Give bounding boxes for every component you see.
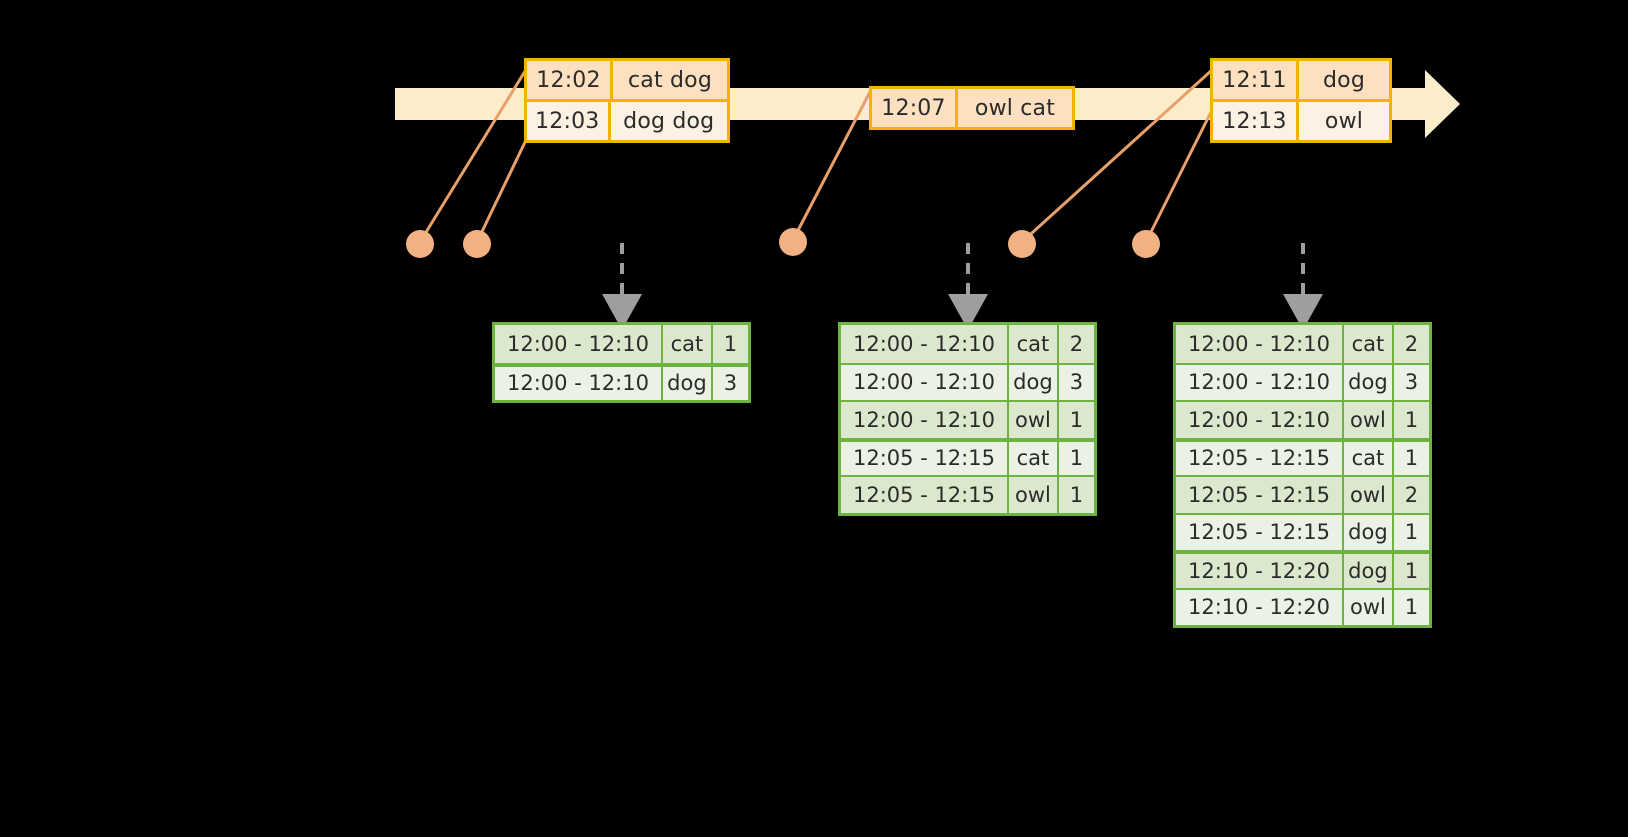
word-cell: cat (1009, 441, 1059, 475)
window-cell: 12:05 - 12:15 (1176, 514, 1344, 550)
event-words: cat dog (628, 67, 712, 93)
event-group-1[interactable]: 12:02 cat dog 12:03 dog dog (524, 58, 730, 143)
word-cell: owl (1009, 402, 1059, 438)
table-row[interactable]: 12:10 - 12:20 owl 1 (1176, 587, 1429, 625)
window-cell: 12:00 - 12:10 (1176, 402, 1344, 438)
table-row[interactable]: 12:05 - 12:15 dog 1 (1176, 512, 1429, 550)
table-row[interactable]: 12:00 - 12:10 cat 2 (841, 325, 1094, 363)
window-cell: 12:00 - 12:10 (841, 325, 1009, 363)
word-cell: cat (1009, 325, 1059, 363)
table-row[interactable]: 12:00 - 12:10 owl 1 (1176, 400, 1429, 438)
event-time: 12:02 (527, 61, 613, 99)
event-words: dog (1323, 67, 1365, 93)
table-row[interactable]: 12:00 - 12:10 cat 1 (495, 325, 748, 363)
window-cell: 12:00 - 12:10 (1176, 325, 1344, 363)
event-row[interactable]: 12:13 owl (1213, 99, 1389, 140)
count-cell: 1 (1404, 446, 1419, 471)
word-cell: cat (1344, 325, 1394, 363)
table-row[interactable]: 12:00 - 12:10 dog 3 (495, 362, 748, 400)
window-cell: 12:00 - 12:10 (841, 402, 1009, 438)
event-row[interactable]: 12:02 cat dog (527, 61, 727, 99)
window-cell: 12:10 - 12:20 (1176, 554, 1344, 588)
event-words: owl cat (974, 95, 1056, 121)
count-cell: 1 (1404, 407, 1419, 432)
table-row[interactable]: 12:05 - 12:15 owl 1 (841, 475, 1094, 513)
table-row[interactable]: 12:00 - 12:10 owl 1 (841, 400, 1094, 438)
word-cell: cat (663, 325, 713, 363)
window-cell: 12:05 - 12:15 (841, 477, 1009, 513)
window-cell: 12:00 - 12:10 (1176, 364, 1344, 400)
count-cell: 1 (1069, 482, 1084, 507)
word-cell: owl (1344, 477, 1394, 513)
event-group-2[interactable]: 12:07 owl cat (869, 86, 1075, 130)
word-cell: dog (1009, 364, 1059, 400)
count-cell: 2 (1404, 482, 1419, 507)
window-cell: 12:00 - 12:10 (495, 325, 663, 363)
event-marker-5 (1132, 230, 1160, 258)
event-time: 12:13 (1213, 102, 1299, 140)
event-words: dog dog (623, 108, 715, 134)
event-marker-3 (779, 228, 807, 256)
word-cell: owl (1009, 477, 1059, 513)
count-cell: 1 (1404, 520, 1419, 545)
event-row[interactable]: 12:07 owl cat (872, 89, 1072, 127)
connector-lines (418, 67, 1214, 244)
event-words: owl (1324, 108, 1364, 134)
word-cell: cat (1344, 441, 1394, 475)
window-cell: 12:05 - 12:15 (1176, 477, 1344, 513)
result-table-2[interactable]: 12:00 - 12:10 cat 2 12:00 - 12:10 dog 3 … (838, 322, 1097, 516)
count-cell: 3 (723, 371, 738, 396)
window-cell: 12:05 - 12:15 (1176, 441, 1344, 475)
result-table-3[interactable]: 12:00 - 12:10 cat 2 12:00 - 12:10 dog 3 … (1173, 322, 1432, 628)
count-cell: 1 (1069, 407, 1084, 432)
event-marker-dots (406, 228, 1160, 258)
word-cell: dog (663, 366, 713, 400)
table-row[interactable]: 12:05 - 12:15 cat 1 (841, 437, 1094, 475)
count-cell: 1 (1404, 558, 1419, 583)
window-cell: 12:05 - 12:15 (841, 441, 1009, 475)
event-time: 12:03 (527, 102, 611, 140)
event-marker-4 (1008, 230, 1036, 258)
window-cell: 12:00 - 12:10 (841, 364, 1009, 400)
count-cell: 3 (1069, 370, 1084, 395)
event-marker-1 (406, 230, 434, 258)
event-marker-2 (463, 230, 491, 258)
table-row[interactable]: 12:00 - 12:10 dog 3 (841, 362, 1094, 400)
table-row[interactable]: 12:00 - 12:10 dog 3 (1176, 362, 1429, 400)
event-row[interactable]: 12:03 dog dog (527, 99, 727, 140)
table-row[interactable]: 12:00 - 12:10 cat 2 (1176, 325, 1429, 363)
table-row[interactable]: 12:05 - 12:15 cat 1 (1176, 437, 1429, 475)
word-cell: dog (1344, 364, 1394, 400)
count-cell: 1 (1404, 595, 1419, 620)
count-cell: 2 (1069, 331, 1084, 356)
emit-arrows (602, 243, 1323, 330)
window-cell: 12:10 - 12:20 (1176, 589, 1344, 625)
result-table-1[interactable]: 12:00 - 12:10 cat 1 12:00 - 12:10 dog 3 (492, 322, 751, 403)
table-row[interactable]: 12:05 - 12:15 owl 2 (1176, 475, 1429, 513)
word-cell: owl (1344, 589, 1394, 625)
table-row[interactable]: 12:10 - 12:20 dog 1 (1176, 550, 1429, 588)
count-cell: 3 (1404, 370, 1419, 395)
word-cell: owl (1344, 402, 1394, 438)
event-time: 12:11 (1213, 61, 1299, 99)
event-time: 12:07 (872, 89, 958, 127)
word-cell: dog (1344, 514, 1394, 550)
window-cell: 12:00 - 12:10 (495, 366, 663, 400)
event-row[interactable]: 12:11 dog (1213, 61, 1389, 99)
count-cell: 1 (1069, 446, 1084, 471)
count-cell: 1 (723, 331, 738, 356)
word-cell: dog (1344, 554, 1394, 588)
event-group-3[interactable]: 12:11 dog 12:13 owl (1210, 58, 1392, 143)
count-cell: 2 (1404, 331, 1419, 356)
